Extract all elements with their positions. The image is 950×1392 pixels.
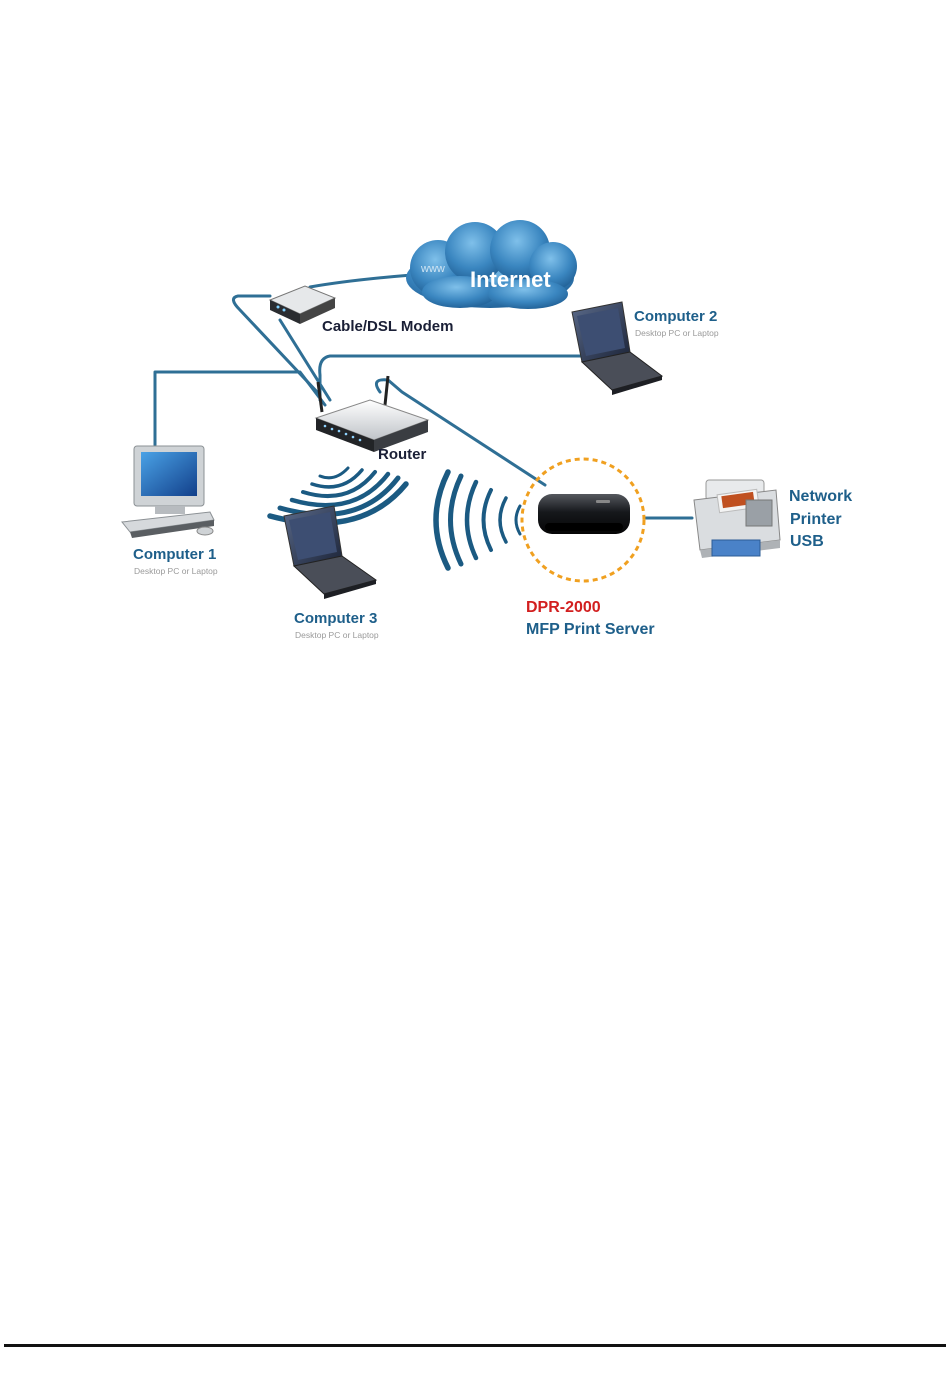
internet-cloud: www Internet — [406, 220, 577, 309]
cable-computer2-router — [320, 356, 603, 400]
router-icon — [316, 376, 428, 452]
internet-www-label: www — [420, 263, 445, 275]
print-server-model: DPR-2000 — [526, 599, 601, 616]
printer-label-usb: USB — [790, 533, 824, 550]
cable-computer1-router — [155, 372, 325, 445]
internet-label: Internet — [470, 267, 551, 292]
page-bottom-rule — [4, 1344, 946, 1347]
printer-label-network: Network — [789, 488, 852, 505]
printer-label-printer: Printer — [790, 511, 842, 528]
computer1-label: Computer 1 — [133, 546, 216, 563]
print-server-label: MFP Print Server — [526, 621, 655, 638]
print-server-icon — [522, 459, 644, 581]
modem-label: Cable/DSL Modem — [322, 318, 453, 335]
printer-icon — [694, 480, 780, 558]
computer3-label: Computer 3 — [294, 610, 377, 627]
computer3-laptop-icon — [284, 506, 376, 599]
computer3-sublabel: Desktop PC or Laptop — [295, 630, 379, 640]
computer2-sublabel: Desktop PC or Laptop — [635, 328, 719, 338]
printserver-wireless-waves — [436, 472, 520, 568]
computer1-sublabel: Desktop PC or Laptop — [134, 566, 218, 576]
router-label: Router — [378, 446, 426, 463]
computer2-label: Computer 2 — [634, 308, 717, 325]
cable-modem-internet — [310, 275, 412, 287]
computer1-desktop-icon — [122, 446, 214, 538]
